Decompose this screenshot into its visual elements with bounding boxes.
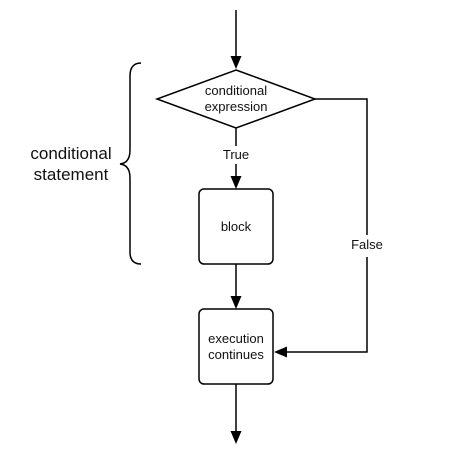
false-edge-label: False bbox=[351, 237, 383, 252]
exit-arrowhead bbox=[230, 431, 242, 444]
decision-node: conditional expression bbox=[154, 69, 318, 129]
block-label: block bbox=[221, 219, 252, 234]
block-to-continues-arrow bbox=[230, 264, 242, 309]
false-edge-lower-line bbox=[287, 257, 368, 353]
decision-label-line2: expression bbox=[205, 99, 268, 114]
conditional-statement-brace: conditional statement bbox=[30, 62, 142, 265]
decision-label-line1: conditional bbox=[205, 83, 267, 98]
false-edge-arrowhead bbox=[274, 346, 287, 358]
continues-label-line1: execution bbox=[208, 331, 264, 346]
entry-arrow bbox=[230, 10, 242, 69]
false-edge: False bbox=[274, 98, 383, 358]
curly-brace bbox=[119, 62, 142, 265]
block-node: block bbox=[198, 188, 274, 265]
brace-label-line2: statement bbox=[34, 165, 109, 184]
block-to-continues-arrowhead bbox=[230, 296, 242, 309]
false-edge-upper-line bbox=[315, 98, 368, 235]
true-edge: True bbox=[223, 128, 249, 189]
brace-label-line1: conditional bbox=[30, 144, 111, 163]
true-edge-arrowhead bbox=[230, 176, 242, 189]
continues-label-line2: continues bbox=[208, 347, 264, 362]
exit-arrow bbox=[230, 384, 242, 444]
true-edge-label: True bbox=[223, 147, 249, 162]
entry-arrowhead bbox=[230, 56, 242, 69]
continues-node: execution continues bbox=[198, 308, 274, 385]
